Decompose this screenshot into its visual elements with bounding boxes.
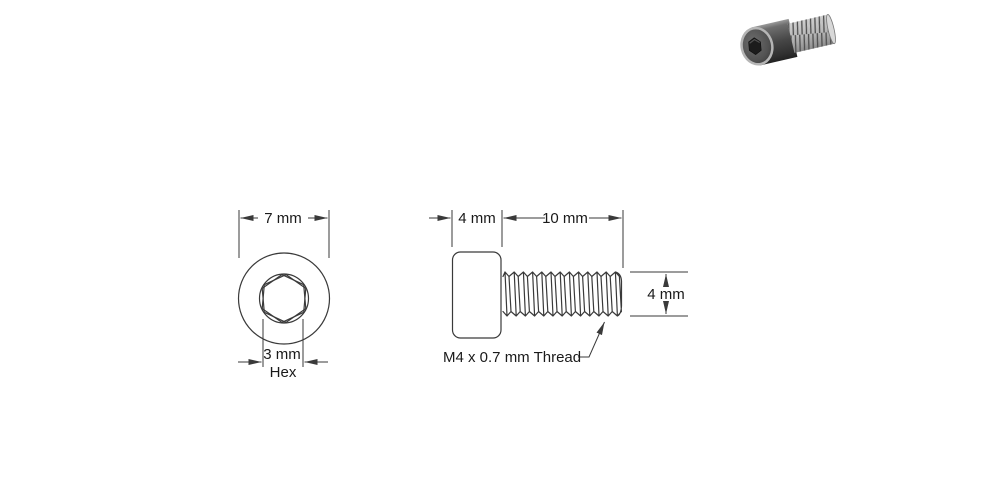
head-diameter-dimension: 7 mm	[264, 210, 302, 227]
thread-length-dimension: 10 mm	[542, 210, 588, 227]
hex-socket-outline-b	[261, 274, 307, 323]
head-side-outline	[451, 251, 502, 339]
socket-chamfer-circle	[258, 273, 310, 324]
screw-3d-photo	[740, 14, 836, 66]
screw-3d-socket-highlight	[749, 38, 760, 44]
front-view: 7 mm 3 mm Hex	[237, 210, 331, 381]
head-outer-circle	[237, 252, 331, 345]
screw-3d-thread-tip	[826, 14, 836, 45]
thread-diameter-dimension: 4 mm	[647, 286, 685, 303]
side-view: 4 mm 10 mm 4 mm M4 x 0.7 mm Thread	[429, 210, 688, 366]
screw-3d-thread-ridges	[787, 14, 835, 53]
hex-socket-outline-a	[261, 274, 307, 323]
thread-callout: M4 x 0.7 mm Thread	[443, 349, 581, 366]
socket-size-dimension: 3 mm	[263, 346, 301, 363]
socket-type-label: Hex	[270, 364, 297, 381]
thread-profile	[502, 271, 623, 317]
head-length-dimension: 4 mm	[458, 210, 496, 227]
leader-line	[578, 321, 605, 358]
